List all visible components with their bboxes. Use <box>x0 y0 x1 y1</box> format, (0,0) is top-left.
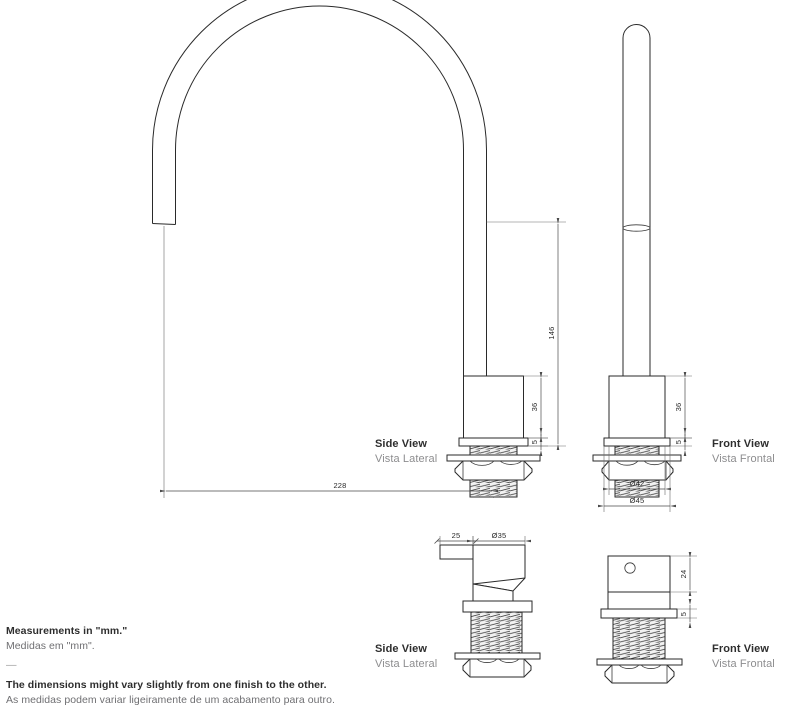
note-variance: The dimensions might vary slightly from … <box>6 678 426 708</box>
dimension-handle-height: 24 <box>670 552 697 596</box>
dim-value-flange-thickness: 5 <box>530 440 539 444</box>
side-view-spout-geometry <box>152 0 541 498</box>
caption-side-view-handle-en: Side View <box>375 643 428 655</box>
dim-value-handle-flange-thickness: 5 <box>679 612 688 616</box>
dimension-flange-thickness: 5 <box>528 428 548 456</box>
dimension-body-height: 36 <box>523 372 548 442</box>
dim-value-handle-diameter: Ø35 <box>492 531 507 540</box>
caption-side-view-spout-en: Side View <box>375 438 428 450</box>
dimension-reach: 228 <box>160 226 498 498</box>
bottom-front-view-handle-geometry <box>596 555 683 684</box>
bottom-side-view-handle-geometry <box>439 544 541 678</box>
dimension-front-flange-thickness: 5 <box>670 428 692 456</box>
caption-front-view-handle-pt: Vista Frontal <box>712 657 775 670</box>
dimension-handle-diameter: Ø35 <box>467 531 531 545</box>
dimension-lever-length: 25 <box>434 531 479 545</box>
caption-side-view-spout: Side View Vista Lateral <box>375 437 437 467</box>
caption-side-view-handle: Side View Vista Lateral <box>375 642 437 672</box>
front-view-spout-geometry <box>592 24 682 498</box>
dim-value-lever-length: 25 <box>452 531 461 540</box>
dim-value-front-body-height: 36 <box>674 403 683 412</box>
dim-value-front-flange-thickness: 5 <box>674 440 683 444</box>
note-separator: — <box>6 659 17 672</box>
note-variance-pt: As medidas podem variar ligeiramente de … <box>6 694 335 707</box>
dim-value-body-height: 36 <box>530 403 539 412</box>
dim-value-escutcheon-diameter: Ø45 <box>630 496 645 505</box>
caption-front-view-spout-pt: Vista Frontal <box>712 452 775 465</box>
note-measurements-pt: Medidas em "mm". <box>6 640 95 653</box>
footer-notes: Measurements in "mm." Medidas em "mm". —… <box>6 624 426 708</box>
caption-front-view-handle-en: Front View <box>712 643 770 655</box>
dim-value-body-diameter: Ø42 <box>630 479 645 488</box>
note-variance-en: The dimensions might vary slightly from … <box>6 679 327 692</box>
dimension-front-body-height: 36 <box>665 372 692 442</box>
dimension-escutcheon-diameter: Ø45 <box>598 446 676 512</box>
dim-value-reach: 228 <box>333 481 346 490</box>
caption-front-view-spout-en: Front View <box>712 438 770 450</box>
note-measurements: Measurements in "mm." Medidas em "mm". <box>6 624 426 654</box>
dim-value-spout-height: 146 <box>547 326 556 339</box>
caption-side-view-spout-pt: Vista Lateral <box>375 452 438 465</box>
caption-side-view-handle-pt: Vista Lateral <box>375 657 438 670</box>
dimension-handle-flange-thickness: 5 <box>677 599 697 628</box>
dimension-body-diameter: Ø42 <box>603 446 671 495</box>
note-measurements-en: Measurements in "mm." <box>6 625 128 637</box>
caption-front-view-spout: Front View Vista Frontal <box>712 437 775 467</box>
dim-value-handle-height: 24 <box>679 570 688 579</box>
caption-front-view-handle: Front View Vista Frontal <box>712 642 775 672</box>
